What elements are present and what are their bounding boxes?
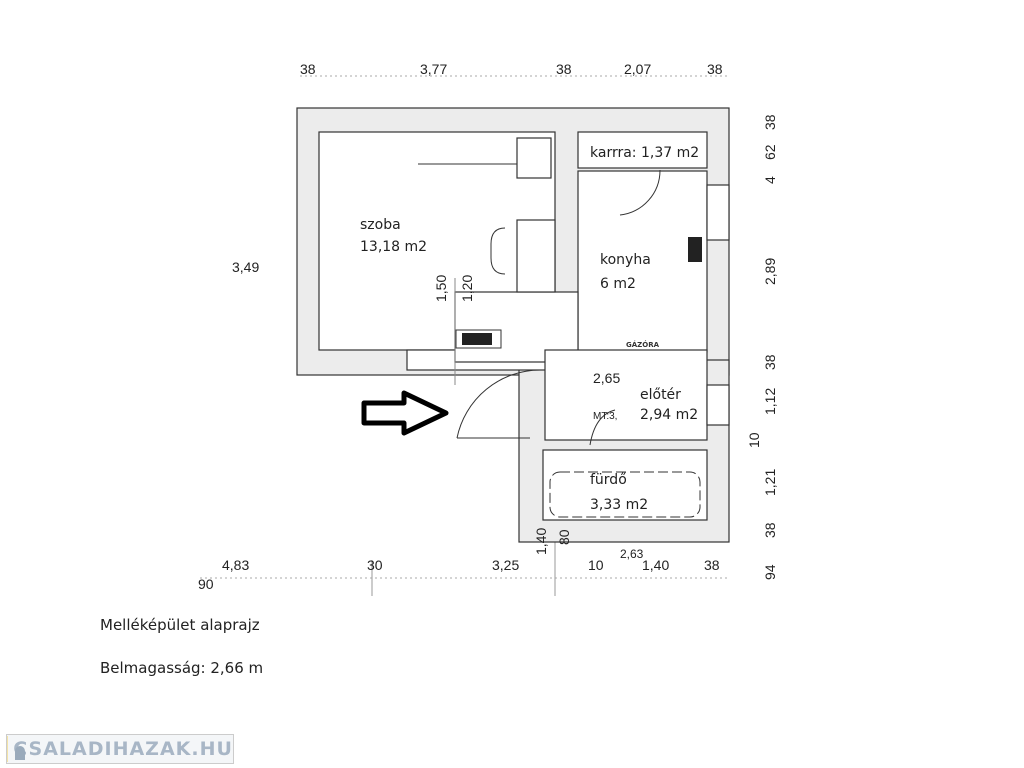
bathtub bbox=[549, 471, 701, 518]
room-area-szoba: 13,18 m2 bbox=[360, 239, 427, 255]
cabinet bbox=[516, 137, 552, 179]
dim-top: 38 bbox=[707, 61, 723, 77]
dim-inner: 1,40 bbox=[533, 528, 549, 555]
window-konyha bbox=[706, 184, 730, 241]
dim-top: 2,07 bbox=[624, 61, 651, 77]
room-kamra bbox=[577, 131, 708, 169]
room-name-konyha: konyha bbox=[600, 252, 651, 268]
dim-inner: 1,50 bbox=[433, 275, 449, 302]
dim-top: 38 bbox=[556, 61, 572, 77]
dim-bottom: 1,40 bbox=[642, 557, 669, 573]
caption-title: Melléképület alaprajz bbox=[100, 616, 260, 634]
dim-bottom: 10 bbox=[588, 557, 604, 573]
dim-bottom: 30 bbox=[367, 557, 383, 573]
room-name-furdo: fürdő bbox=[590, 472, 627, 488]
room-label-kamra: karrra: 1,37 m2 bbox=[590, 145, 699, 161]
eloter-note: MT:3, bbox=[593, 411, 617, 422]
gas-meter-label: GÁZÓRA bbox=[626, 340, 660, 349]
room-area-eloter: 2,94 m2 bbox=[640, 407, 698, 423]
dim-right: 94 bbox=[762, 564, 778, 580]
dim-right: 10 bbox=[746, 432, 762, 448]
dim-top: 38 bbox=[300, 61, 316, 77]
bath-door-swing bbox=[589, 409, 616, 446]
room-area-furdo: 3,33 m2 bbox=[590, 497, 648, 513]
dim-inner: 2,65 bbox=[593, 370, 620, 386]
dim-inner: 80 bbox=[556, 529, 572, 545]
dim-bottom: 4,83 bbox=[222, 557, 249, 573]
room-konyha bbox=[577, 170, 708, 353]
caption-height: Belmagasság: 2,66 m bbox=[100, 659, 264, 677]
dim-left: 3,49 bbox=[232, 259, 259, 275]
site-logo: CSALADIHAZAK.HU bbox=[6, 734, 234, 764]
dim-top: 3,77 bbox=[420, 61, 447, 77]
kitchen-appliance bbox=[688, 237, 702, 262]
dim-right: 38 bbox=[762, 354, 778, 370]
entrance-door-swing bbox=[456, 369, 541, 439]
dim-bottom: 90 bbox=[198, 576, 214, 592]
dim-right: 1,21 bbox=[762, 469, 778, 496]
room-name-szoba: szoba bbox=[360, 217, 401, 233]
dim-right: 62 bbox=[762, 144, 778, 160]
desk bbox=[516, 219, 556, 293]
window-eloter bbox=[706, 384, 730, 426]
kamra-door-swing bbox=[619, 169, 661, 216]
room-name-eloter: előtér bbox=[640, 387, 681, 403]
stove-fill bbox=[462, 333, 492, 345]
dim-right: 4 bbox=[762, 176, 778, 184]
room-eloter bbox=[544, 349, 708, 441]
entrance-arrow-icon bbox=[361, 390, 449, 436]
dim-inner: 1,20 bbox=[459, 275, 475, 302]
logo-text: CSALADIHAZAK.HU bbox=[13, 738, 233, 760]
chair bbox=[490, 227, 506, 275]
dim-bottom: 3,25 bbox=[492, 557, 519, 573]
room-furdo bbox=[542, 449, 708, 521]
room-area-konyha: 6 m2 bbox=[600, 276, 636, 292]
dim-bottom: 38 bbox=[704, 557, 720, 573]
dim-right: 2,89 bbox=[762, 258, 778, 285]
dim-right: 1,12 bbox=[762, 388, 778, 415]
dim-bottom: 2,63 bbox=[620, 547, 644, 561]
dim-right: 38 bbox=[762, 114, 778, 130]
dim-right: 38 bbox=[762, 522, 778, 538]
